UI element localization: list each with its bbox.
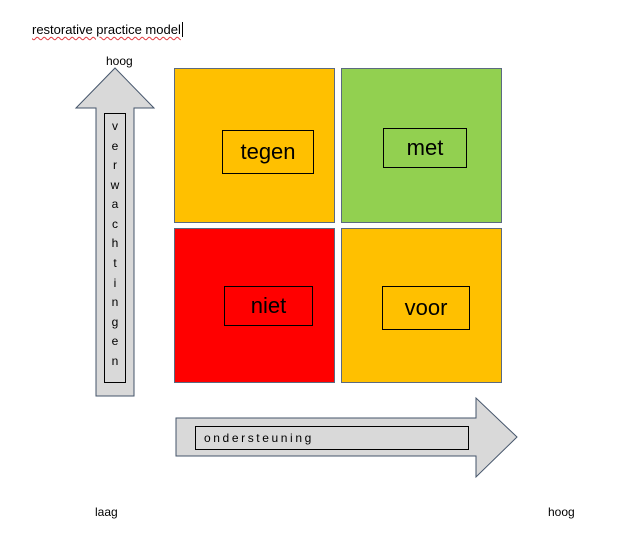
x-axis-low-label: laag bbox=[95, 505, 118, 519]
y-axis-text-letter: e bbox=[111, 334, 119, 349]
quadrant-voor[interactable]: voor bbox=[341, 228, 502, 383]
y-axis-text-letter: h bbox=[111, 236, 119, 251]
quadrant-niet-label[interactable]: niet bbox=[224, 286, 313, 326]
y-axis-text-letter: r bbox=[113, 158, 117, 173]
y-axis-high-label: hoog bbox=[106, 54, 133, 68]
y-axis-text-letter: g bbox=[111, 314, 119, 329]
quadrant-met-label[interactable]: met bbox=[383, 128, 467, 168]
quadrant-tegen[interactable]: tegen bbox=[174, 68, 335, 223]
quadrant-niet[interactable]: niet bbox=[174, 228, 335, 383]
y-axis-text-letter: a bbox=[111, 197, 119, 212]
text-cursor bbox=[181, 22, 183, 37]
y-axis-text-letter: c bbox=[112, 216, 118, 231]
x-axis-high-label: hoog bbox=[548, 505, 575, 519]
y-axis-text-letter: t bbox=[113, 256, 117, 271]
y-axis-text-letter: v bbox=[112, 119, 118, 133]
y-axis-text-letter: n bbox=[111, 295, 119, 310]
document-title[interactable]: restorative practice model bbox=[32, 22, 183, 38]
x-axis-text-box[interactable]: ondersteuning bbox=[195, 426, 469, 450]
y-axis-text-letter: e bbox=[111, 138, 119, 153]
y-axis-text-letter: w bbox=[110, 177, 120, 192]
quadrant-tegen-label[interactable]: tegen bbox=[222, 130, 314, 174]
quadrant-met[interactable]: met bbox=[341, 68, 502, 223]
y-axis-text-letter: n bbox=[111, 353, 119, 368]
document-title-text: restorative practice model bbox=[32, 22, 181, 37]
quadrant-voor-label[interactable]: voor bbox=[382, 286, 470, 330]
y-axis-text-letter: i bbox=[113, 275, 117, 290]
